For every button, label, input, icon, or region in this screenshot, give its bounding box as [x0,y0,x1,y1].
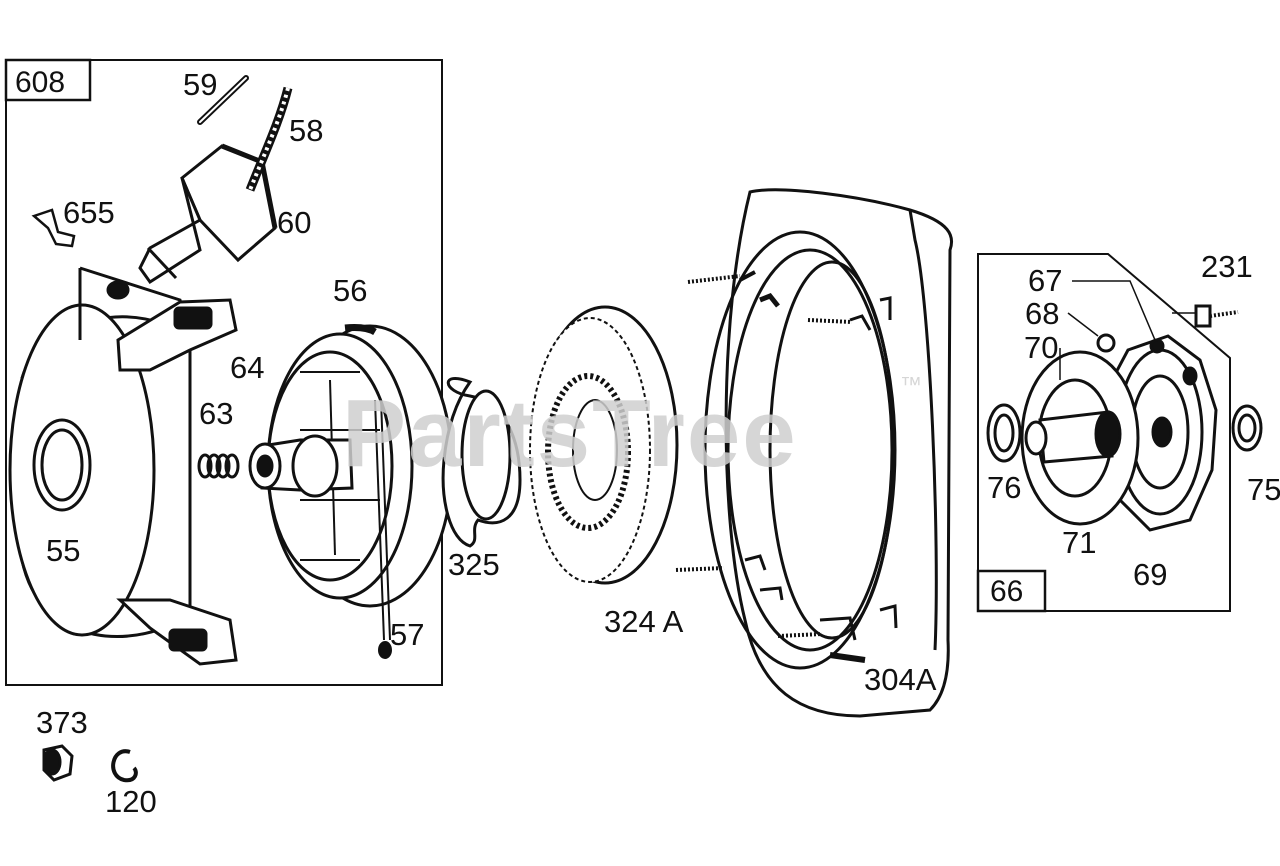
housing-screws [675,274,853,638]
callout-231: 231 [1201,249,1253,284]
callout-55: 55 [46,533,80,568]
starter-handle-part [138,143,278,285]
callout-373: 373 [36,705,88,740]
callout-655: 655 [63,195,115,230]
callout-64: 64 [230,350,264,385]
callout-63: 63 [199,396,233,431]
starter-rope-part [245,86,293,192]
callout-60: 60 [277,205,311,240]
callout-75: 75 [1247,472,1280,507]
group-label-66: 66 [990,575,1023,608]
callout-58: 58 [289,113,323,148]
watermark: PartsTree ™ [342,372,922,487]
group-box-608: 608 [4,58,443,686]
blower-housing-part [703,188,954,718]
rotating-screen-part [529,305,679,585]
rope-clip-part [31,208,76,248]
callout-56: 56 [333,273,367,308]
callout-304a: 304A [864,662,937,697]
starter-housing-part [8,266,238,666]
group-box-66: 66 [976,253,1231,613]
callout-324a: 324 A [604,604,684,639]
coil-spring-part [197,453,240,479]
seal-75-part [1231,404,1263,452]
callout-76: 76 [987,470,1021,505]
watermark-trademark: ™ [900,372,922,397]
nut-373-part [42,744,74,782]
callout-120: 120 [105,784,157,819]
callout-325: 325 [448,547,500,582]
seal-76-part [986,403,1022,463]
callout-67: 67 [1028,263,1062,298]
ball-part [1096,333,1116,353]
group-label-608: 608 [15,66,65,99]
recoil-spring-part [374,399,392,659]
leader-lines-66 [1059,280,1196,380]
washer-120-part [111,749,138,783]
callouts: 59 58 655 60 56 64 63 55 57 325 324 A 30… [36,67,1280,819]
callout-70: 70 [1024,330,1058,365]
hub-part [248,434,354,498]
watermark-text: PartsTree [342,380,798,487]
starter-cup-part [1106,334,1218,532]
spring-clip-part [441,376,522,548]
callout-57: 57 [390,617,424,652]
callout-71: 71 [1062,525,1096,560]
callout-68: 68 [1025,296,1059,331]
screw-231-part [1194,304,1239,328]
roll-pin-part [197,75,249,125]
clutch-ratchet-part [1020,350,1140,526]
callout-59: 59 [183,67,217,102]
callout-69: 69 [1133,557,1167,592]
